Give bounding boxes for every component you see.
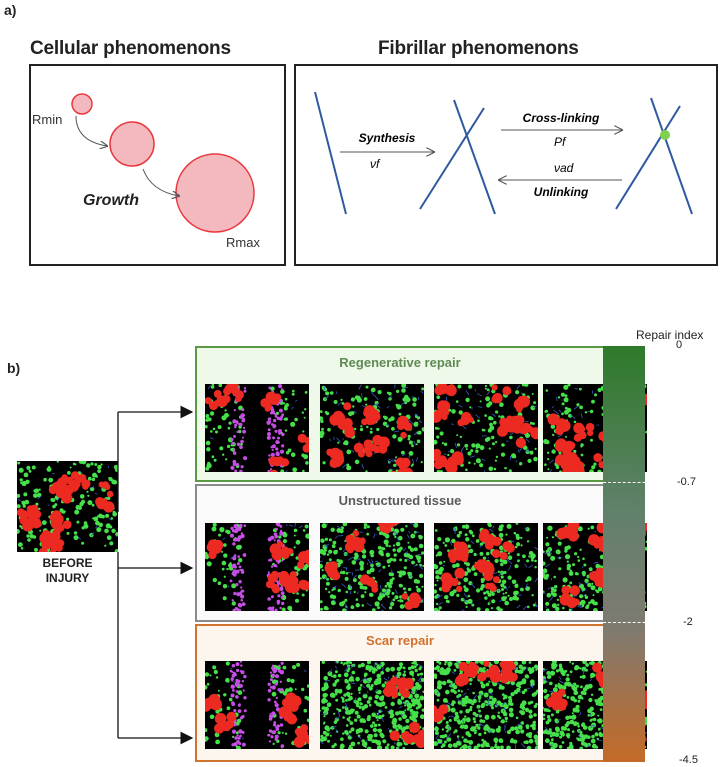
fiber-linked-a [650, 97, 693, 215]
fibrillar-title: Fibrillar phenomenons [378, 38, 579, 59]
scar-tile-3 [434, 661, 538, 749]
fiber-single [314, 91, 347, 215]
regenerative-tile-3 [434, 384, 538, 472]
crosslinking-label: Cross-linking [523, 111, 600, 125]
growth-label: Growth [83, 192, 139, 209]
cell-max-circle [175, 153, 255, 233]
before-injury-label: BEFORE INJURY [17, 556, 118, 586]
cellular-title: Cellular phenomenons [30, 38, 231, 59]
scale-tick-0: 0 [676, 339, 683, 351]
fibrillar-diagram: Synthesis νf Cross-linking Pf νad Unlink… [314, 91, 693, 215]
scale-dash-1 [603, 482, 695, 483]
panel-a-label: a) [4, 2, 17, 18]
tissue-pattern [320, 384, 424, 472]
scar-repair-title: Scar repair [366, 633, 434, 648]
scale-dash-2 [603, 622, 695, 623]
scar-tile-2 [320, 661, 424, 749]
tissue-pattern [434, 661, 538, 749]
unlinking-rate: νad [554, 161, 574, 175]
branch-arrows [117, 405, 194, 745]
tissue-pattern [17, 461, 118, 552]
unstructured-tile-3 [434, 523, 538, 611]
cellular-box: Rmin Growth Rmax [29, 64, 286, 266]
regenerative-repair-title: Regenerative repair [339, 355, 461, 370]
scale-title: Repair index [636, 328, 704, 342]
unstructured-tissue-title: Unstructured tissue [338, 493, 462, 508]
tissue-pattern [320, 661, 424, 749]
crosslinking-prob: Pf [554, 135, 567, 149]
rmax-label: Rmax [226, 235, 260, 250]
regenerative-tile-1 [205, 384, 309, 472]
synthesis-rate: νf [370, 157, 381, 171]
fiber-pair-a [453, 99, 496, 215]
panel-b-label: b) [7, 360, 21, 376]
scar-tile-1 [205, 661, 309, 749]
repair-index-scale [603, 346, 645, 762]
tissue-pattern [205, 384, 309, 472]
tissue-pattern [205, 661, 309, 749]
before-label-line1: BEFORE [42, 556, 93, 570]
tissue-pattern [320, 523, 424, 611]
fiber-linked-b [615, 105, 681, 210]
cell-min-circle [71, 93, 93, 115]
regenerative-tile-2 [320, 384, 424, 472]
tissue-pattern [205, 523, 309, 611]
before-injury-image [17, 461, 118, 552]
unlinking-label: Unlinking [534, 185, 589, 199]
fiber-pair-b [419, 107, 485, 210]
tissue-pattern [434, 523, 538, 611]
tissue-pattern [434, 384, 538, 472]
unstructured-tile-1 [205, 523, 309, 611]
synthesis-label: Synthesis [359, 131, 416, 145]
cellular-diagram: Rmin Growth Rmax [32, 93, 260, 250]
cell-mid-circle [109, 121, 155, 167]
growth-arrow-1 [75, 115, 107, 146]
unstructured-tile-2 [320, 523, 424, 611]
crosslink-node [660, 130, 670, 140]
growth-arrow-2 [142, 168, 179, 196]
before-label-line2: INJURY [45, 571, 90, 585]
fibrillar-box: Synthesis νf Cross-linking Pf νad Unlink… [294, 64, 718, 266]
rmin-label: Rmin [32, 112, 62, 127]
scale-tick-2: -2 [683, 616, 693, 628]
scale-tick-3: -4.5 [679, 754, 698, 766]
scale-tick-1: -0.7 [677, 476, 696, 488]
